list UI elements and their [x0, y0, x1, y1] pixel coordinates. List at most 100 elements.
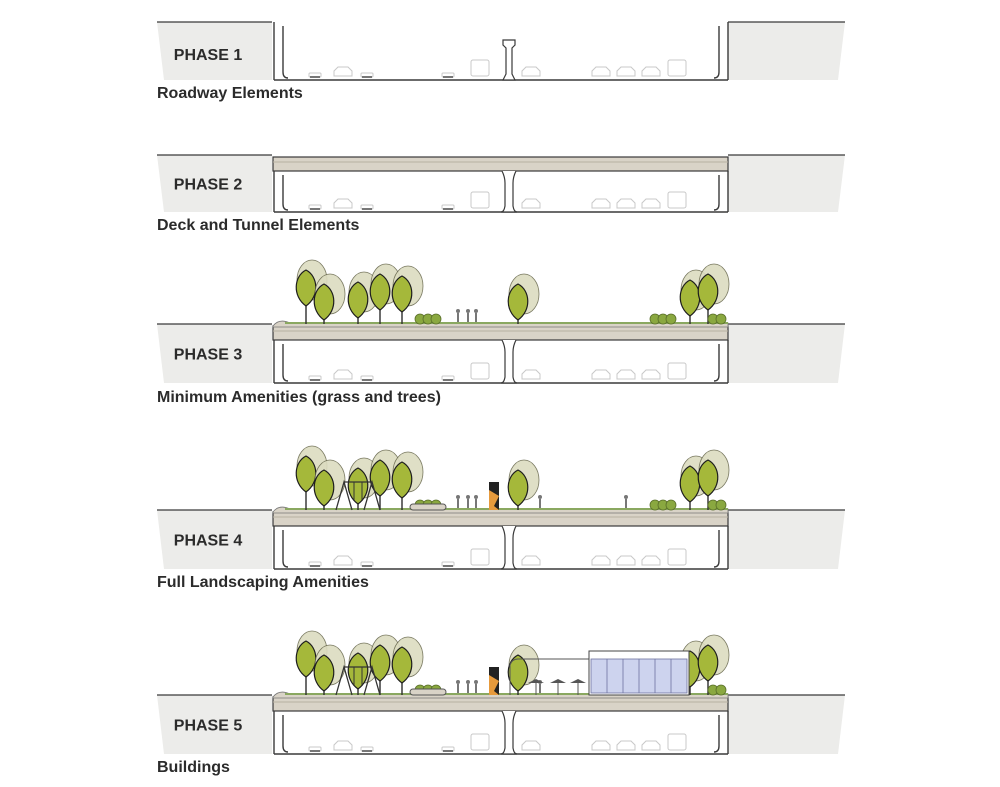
left-ground-block	[157, 155, 272, 212]
car-icon	[616, 555, 636, 566]
median-column	[500, 339, 518, 384]
soil-layer	[272, 320, 729, 328]
tree-1-canopy	[295, 455, 317, 493]
tree-6-canopy	[507, 469, 529, 507]
phase-caption: Full Landscaping Amenities	[157, 574, 369, 591]
person-icon	[474, 680, 478, 684]
car-icon	[641, 555, 661, 566]
left-retaining-wall	[273, 171, 289, 212]
truck-icon	[470, 362, 490, 380]
car-icon	[521, 198, 541, 209]
car-icon	[333, 555, 353, 566]
truck-icon	[470, 191, 490, 209]
tree-7-canopy	[679, 465, 701, 503]
person-icon	[466, 495, 470, 499]
car-icon	[591, 66, 611, 77]
person-icon	[474, 495, 478, 499]
person-icon	[456, 495, 460, 499]
car-icon	[641, 66, 661, 77]
phase-caption: Minimum Amenities (grass and trees)	[157, 389, 441, 406]
car-icon	[591, 369, 611, 380]
car-icon	[591, 740, 611, 751]
truck-icon	[667, 362, 687, 380]
shrub-icon	[715, 684, 727, 696]
left-ground-block	[157, 695, 272, 754]
tree-5-canopy	[391, 461, 413, 499]
person-icon	[466, 680, 470, 684]
tree-4-canopy	[369, 273, 391, 311]
left-ground-block	[157, 22, 272, 80]
left-ground-block	[157, 324, 272, 383]
car-icon	[333, 740, 353, 751]
phase-label: PHASE 5	[174, 718, 243, 735]
person-icon	[624, 495, 628, 499]
car-icon	[616, 369, 636, 380]
person-icon	[456, 309, 460, 313]
car-icon	[616, 66, 636, 77]
right-ground-block	[728, 324, 845, 383]
tree-8-canopy	[697, 273, 719, 311]
median-column	[500, 170, 518, 213]
soil-layer	[272, 691, 729, 699]
shrub-icon	[430, 313, 442, 325]
tree-7-canopy	[679, 279, 701, 317]
right-ground-block	[728, 155, 845, 212]
umbrella-icon	[528, 679, 544, 683]
car-icon	[616, 740, 636, 751]
tree-2-canopy	[313, 469, 335, 507]
tree-3-canopy	[347, 652, 369, 690]
person-icon	[456, 680, 460, 684]
car-icon	[333, 369, 353, 380]
left-retaining-wall	[273, 711, 289, 754]
car-icon	[521, 555, 541, 566]
left-retaining-wall	[273, 340, 289, 383]
phase-label: PHASE 1	[174, 47, 243, 64]
tree-5-canopy	[391, 275, 413, 313]
right-ground-block	[728, 695, 845, 754]
truck-icon	[667, 548, 687, 566]
median-column	[500, 710, 518, 755]
swing-set-icon	[335, 664, 381, 696]
umbrella-icon	[550, 679, 566, 683]
tree-1-canopy	[295, 269, 317, 307]
car-icon	[521, 66, 541, 77]
right-retaining-wall	[713, 526, 729, 569]
truck-icon	[470, 59, 490, 77]
soil-layer	[272, 506, 729, 514]
car-icon	[521, 740, 541, 751]
tree-5-canopy	[391, 646, 413, 684]
patio-frame	[509, 658, 590, 695]
person-icon	[466, 309, 470, 313]
car-icon	[591, 198, 611, 209]
right-retaining-wall	[713, 171, 729, 212]
phase-label: PHASE 4	[174, 533, 243, 550]
shrub-icon	[665, 499, 677, 511]
car-icon	[333, 198, 353, 209]
phase-caption: Roadway Elements	[157, 85, 303, 102]
planter-bench	[409, 503, 447, 511]
tree-6-canopy	[507, 654, 529, 692]
right-ground-block	[728, 22, 845, 80]
shrub-icon	[665, 313, 677, 325]
public-art-accent	[489, 490, 499, 510]
car-icon	[616, 198, 636, 209]
tree-3-canopy	[347, 467, 369, 505]
right-retaining-wall	[713, 711, 729, 754]
left-retaining-wall	[273, 526, 289, 569]
left-ground-block	[157, 510, 272, 569]
deck-slab	[272, 696, 729, 712]
truck-icon	[470, 548, 490, 566]
tree-3-canopy	[347, 281, 369, 319]
truck-icon	[667, 59, 687, 77]
tree-4-canopy	[369, 644, 391, 682]
tree-6-canopy	[507, 283, 529, 321]
tree-4-canopy	[369, 459, 391, 497]
